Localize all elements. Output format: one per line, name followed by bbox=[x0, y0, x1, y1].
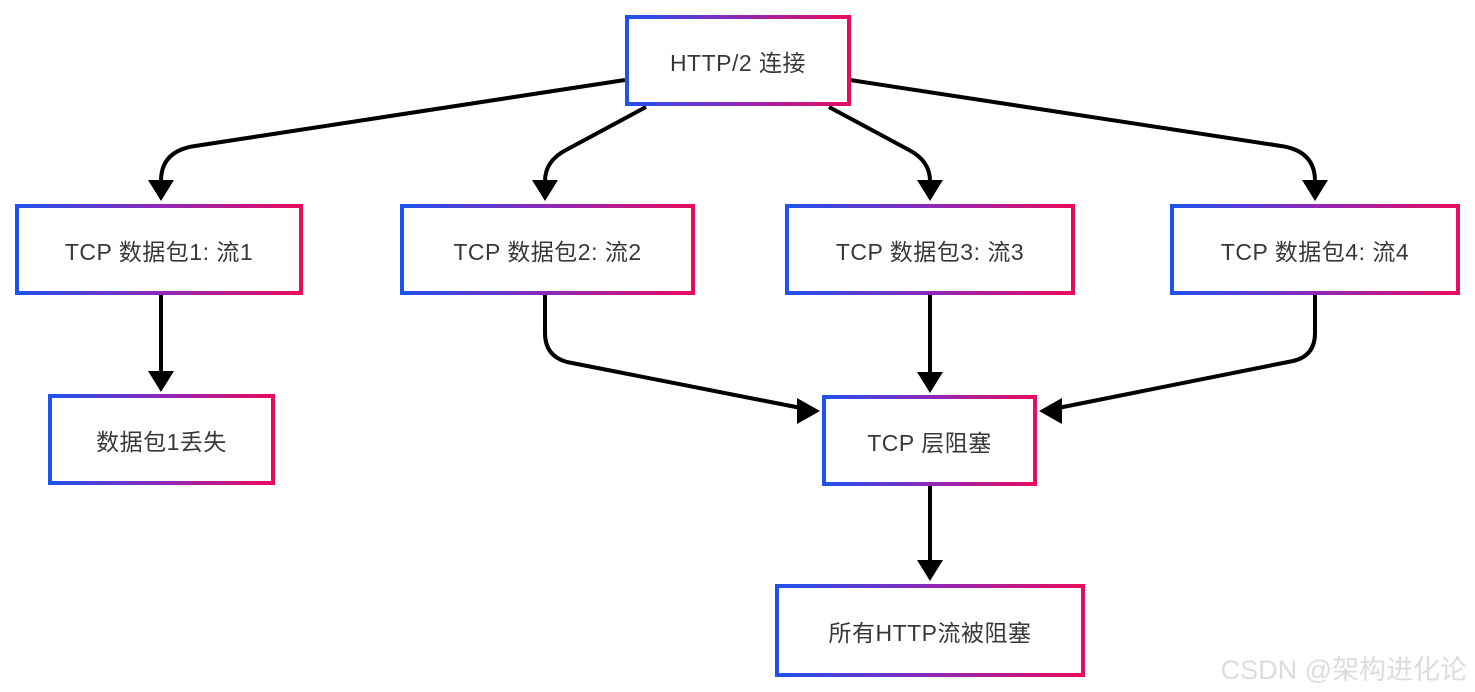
edge-tcp4-to-block bbox=[1039, 295, 1317, 424]
csdn-watermark: CSDN @架构进化论 bbox=[1220, 655, 1467, 685]
arrowhead-down-icon bbox=[532, 180, 558, 201]
node-body: TCP 数据包4: 流4 bbox=[1174, 208, 1456, 291]
node-body: 所有HTTP流被阻塞 bbox=[779, 588, 1081, 673]
node-http2-connection: HTTP/2 连接 bbox=[625, 15, 851, 106]
node-label: TCP 数据包1: 流1 bbox=[64, 238, 254, 265]
node-label: TCP 数据包3: 流3 bbox=[835, 238, 1025, 265]
arrowhead-left-icon bbox=[1039, 398, 1062, 424]
node-all-http-streams-blocked: 所有HTTP流被阻塞 bbox=[775, 584, 1085, 677]
node-body: HTTP/2 连接 bbox=[629, 19, 847, 102]
edge-block-to-all-blocked bbox=[917, 486, 943, 581]
node-tcp-packet-1: TCP 数据包1: 流1 bbox=[15, 204, 303, 295]
edge-tcp2-to-block bbox=[543, 295, 820, 424]
arrowhead-down-icon bbox=[917, 372, 943, 393]
node-packet-1-lost: 数据包1丢失 bbox=[48, 394, 275, 485]
edge-http2-to-tcp4 bbox=[849, 78, 1328, 201]
node-body: TCP 数据包2: 流2 bbox=[404, 208, 691, 291]
edge-http2-to-tcp3 bbox=[828, 105, 943, 201]
node-body: 数据包1丢失 bbox=[52, 398, 271, 481]
edge-tcp3-to-block bbox=[917, 295, 943, 393]
arrowhead-down-icon bbox=[148, 180, 174, 201]
node-body: TCP 层阻塞 bbox=[826, 399, 1033, 482]
node-tcp-packet-3: TCP 数据包3: 流3 bbox=[785, 204, 1075, 295]
edge-http2-to-tcp1 bbox=[148, 78, 626, 201]
node-label: TCP 层阻塞 bbox=[867, 429, 992, 456]
node-label: 数据包1丢失 bbox=[96, 428, 227, 455]
arrowhead-down-icon bbox=[917, 180, 943, 201]
node-label: 所有HTTP流被阻塞 bbox=[828, 619, 1032, 646]
node-tcp-layer-blocking: TCP 层阻塞 bbox=[822, 395, 1037, 486]
node-tcp-packet-4: TCP 数据包4: 流4 bbox=[1170, 204, 1460, 295]
arrowhead-down-icon bbox=[1302, 180, 1328, 201]
node-label: HTTP/2 连接 bbox=[669, 49, 807, 76]
arrowhead-down-icon bbox=[917, 560, 943, 581]
edge-tcp1-to-lost bbox=[148, 295, 174, 392]
node-body: TCP 数据包1: 流1 bbox=[19, 208, 299, 291]
node-label: TCP 数据包2: 流2 bbox=[453, 238, 642, 265]
node-tcp-packet-2: TCP 数据包2: 流2 bbox=[400, 204, 695, 295]
arrowhead-right-icon bbox=[797, 398, 820, 424]
edge-http2-to-tcp2 bbox=[532, 105, 647, 201]
arrowhead-down-icon bbox=[148, 371, 174, 392]
node-label: TCP 数据包4: 流4 bbox=[1220, 238, 1410, 265]
node-body: TCP 数据包3: 流3 bbox=[789, 208, 1071, 291]
